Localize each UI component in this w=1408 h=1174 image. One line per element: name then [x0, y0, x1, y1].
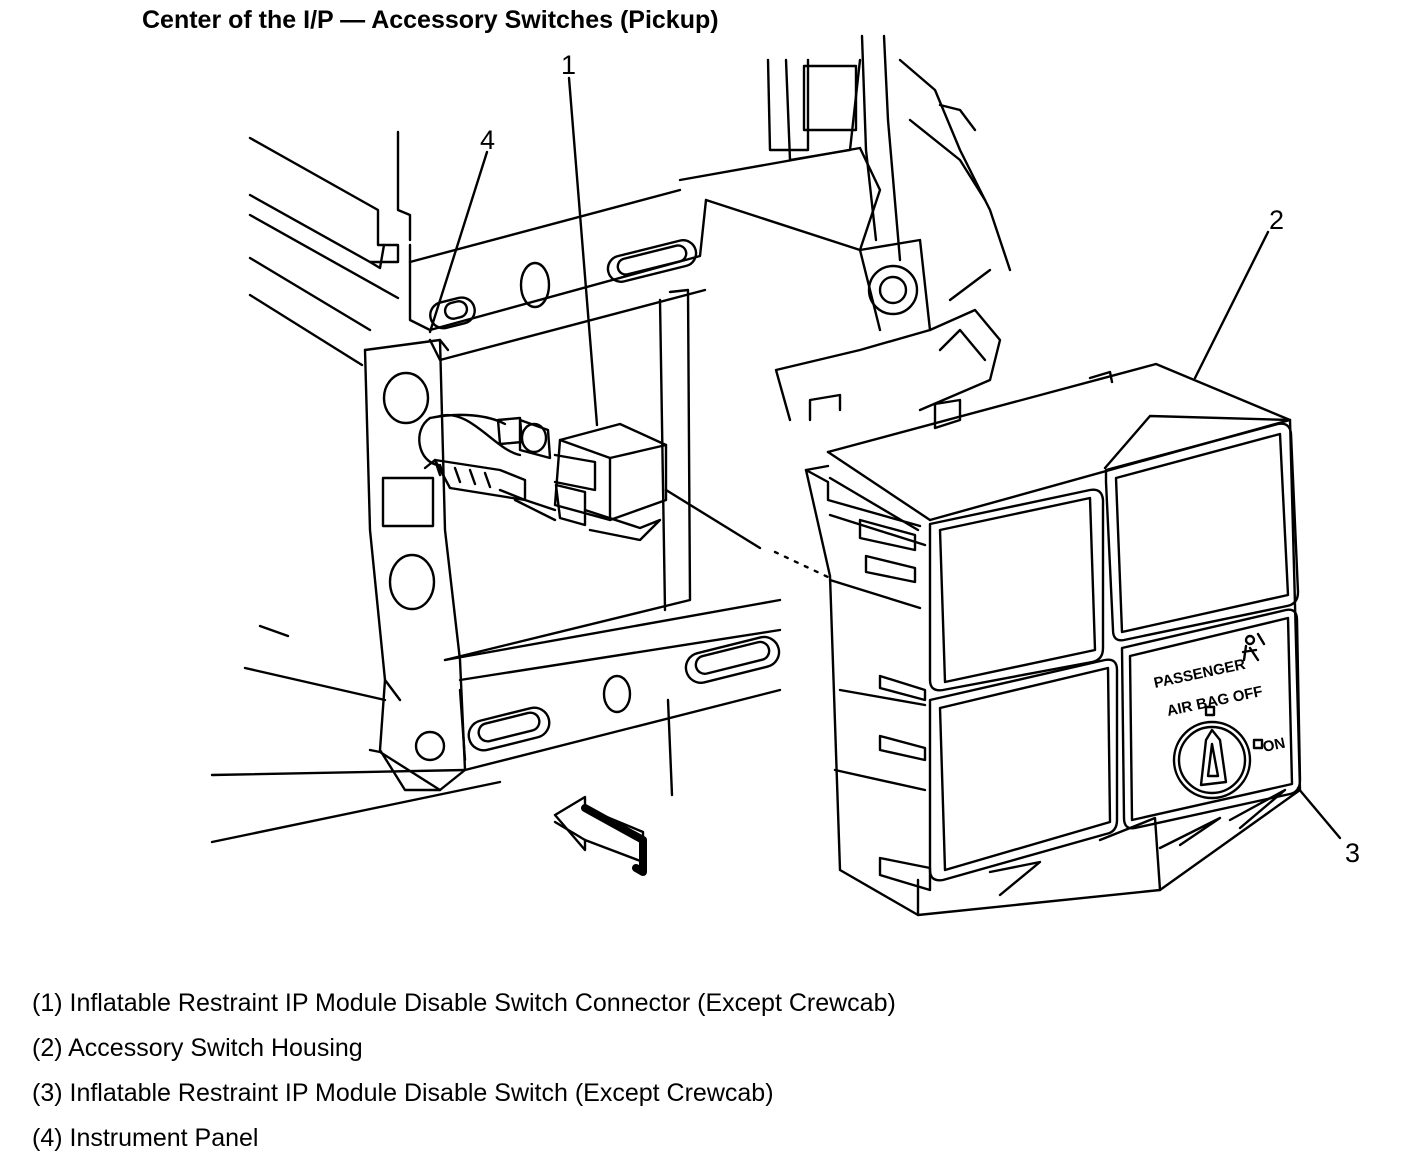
install-direction-arrow-icon — [553, 795, 647, 876]
leader-line-3 — [1296, 786, 1342, 840]
leader-line-1 — [567, 76, 599, 427]
leader-line-2 — [1193, 230, 1270, 380]
blank-switch-top-left — [928, 488, 1105, 692]
switch-label-on: ON — [1261, 735, 1287, 756]
callout-3: 3 — [1345, 838, 1360, 868]
callout-4: 4 — [480, 125, 495, 155]
legend-item: (3) Inflatable Restraint IP Module Disab… — [32, 1079, 774, 1107]
alignment-dash — [773, 550, 832, 580]
switch-connector — [418, 413, 668, 542]
accessory-switch-housing — [804, 362, 1302, 917]
legend-item: (2) Accessory Switch Housing — [32, 1034, 363, 1062]
blank-switch-bottom-left — [928, 658, 1119, 882]
page-title: Center of the I/P — Accessory Switches (… — [142, 6, 719, 34]
legend-item: (1) Inflatable Restraint IP Module Disab… — [32, 989, 896, 1017]
instrument-panel — [210, 130, 862, 844]
alignment-line — [664, 488, 762, 550]
passenger-airbag-icon — [1241, 632, 1266, 662]
leader-line-4 — [428, 150, 489, 334]
dash-structure — [678, 34, 1012, 422]
legend: (1) Inflatable Restraint IP Module Disab… — [32, 984, 896, 1164]
airbag-disable-switch — [1120, 608, 1302, 830]
callout-1: 1 — [561, 50, 576, 80]
switch-diagram: PASSENGER AIR BAG OFF ON 1 2 3 4 — [210, 34, 1360, 917]
blank-switch-top-right — [1104, 422, 1300, 642]
callout-2: 2 — [1269, 205, 1284, 235]
switch-label-passenger: PASSENGER — [1152, 656, 1247, 692]
legend-item: (4) Instrument Panel — [32, 1124, 259, 1152]
